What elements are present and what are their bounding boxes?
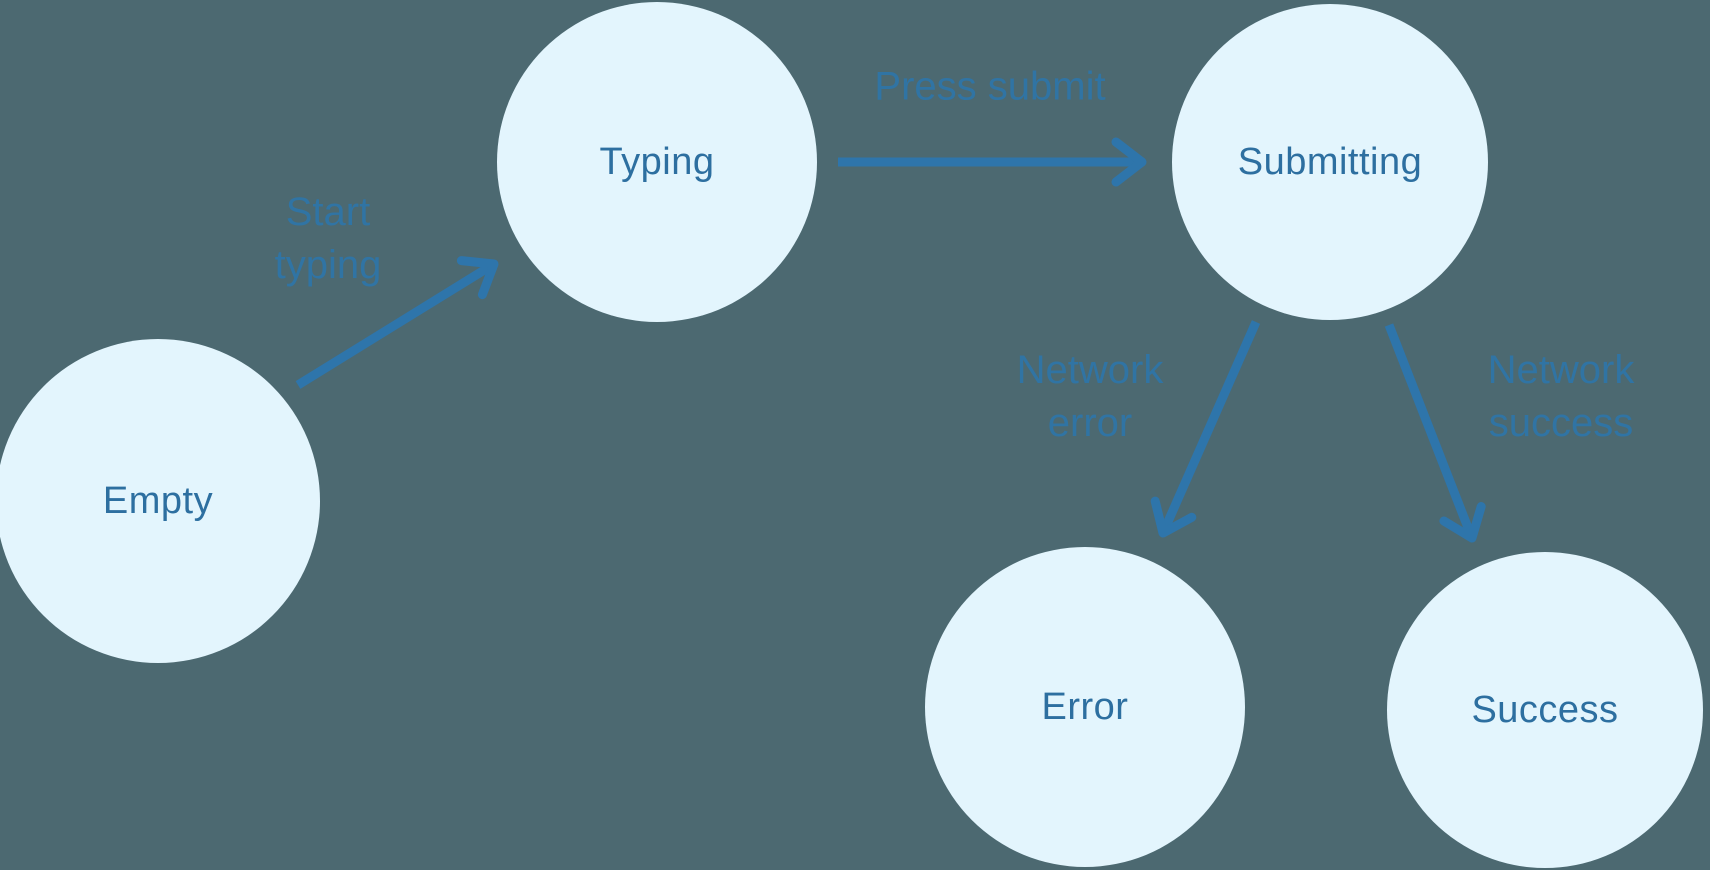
state-node-empty: Empty: [0, 339, 320, 663]
arrow-submitting-to-success: [1384, 323, 1486, 543]
edge-label-network-error: Network error: [1017, 344, 1164, 450]
edge-label-start-typing-line1: Start: [285, 190, 371, 234]
state-node-success: Success: [1387, 552, 1703, 868]
edge-label-start-typing: Start typing: [275, 186, 382, 292]
edge-label-network-success-line1: Network: [1487, 348, 1635, 392]
edge-label-start-typing-line2: typing: [274, 243, 382, 287]
edge-label-network-error-line1: Network: [1016, 348, 1164, 392]
state-node-submitting-label: Submitting: [1237, 140, 1423, 183]
edge-label-network-error-line2: error: [1047, 401, 1133, 445]
state-node-typing-label: Typing: [599, 140, 715, 183]
state-node-error-label: Error: [1041, 685, 1129, 728]
state-node-error: Error: [925, 547, 1245, 867]
state-node-success-label: Success: [1471, 688, 1619, 731]
state-node-empty-label: Empty: [102, 479, 214, 522]
edge-label-network-success: Network success: [1488, 344, 1635, 450]
edge-label-network-success-line2: success: [1488, 401, 1634, 445]
arrow-submitting-to-error: [1150, 320, 1261, 538]
edge-label-press-submit: Press submit: [874, 61, 1105, 114]
edge-label-press-submit-line1: Press submit: [874, 64, 1106, 109]
state-node-typing: Typing: [497, 2, 817, 322]
state-node-submitting: Submitting: [1172, 4, 1488, 320]
